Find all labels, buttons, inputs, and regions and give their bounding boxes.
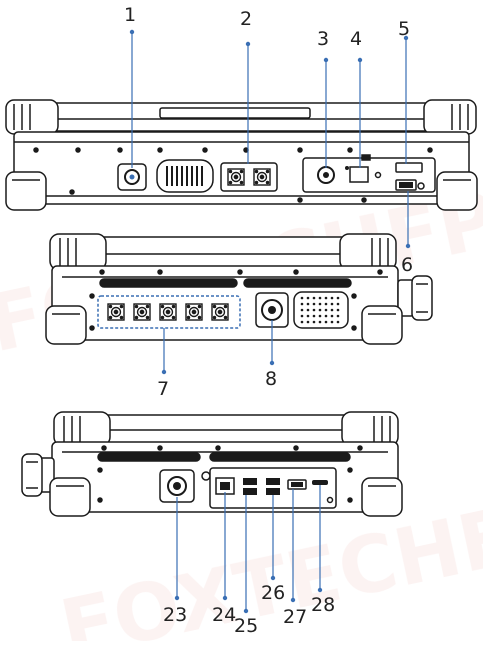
device-side-view-1 xyxy=(5,99,478,211)
callout-6: 6 xyxy=(401,254,414,276)
callout-4: 4 xyxy=(350,28,363,50)
callout-25: 25 xyxy=(234,615,259,637)
callout-23: 23 xyxy=(163,604,188,626)
callout-24: 24 xyxy=(212,604,237,626)
callout-8: 8 xyxy=(265,368,278,390)
leader-lines xyxy=(129,29,411,614)
callout-1: 1 xyxy=(124,4,137,26)
callout-5: 5 xyxy=(398,18,411,40)
device-side-view-3 xyxy=(21,411,403,517)
callout-3: 3 xyxy=(317,28,330,50)
callout-27: 27 xyxy=(283,606,308,628)
device-side-view-2 xyxy=(45,233,433,345)
callout-26: 26 xyxy=(261,582,286,604)
callout-28: 28 xyxy=(311,594,336,616)
callout-2: 2 xyxy=(240,8,253,30)
callout-7: 7 xyxy=(157,378,170,400)
